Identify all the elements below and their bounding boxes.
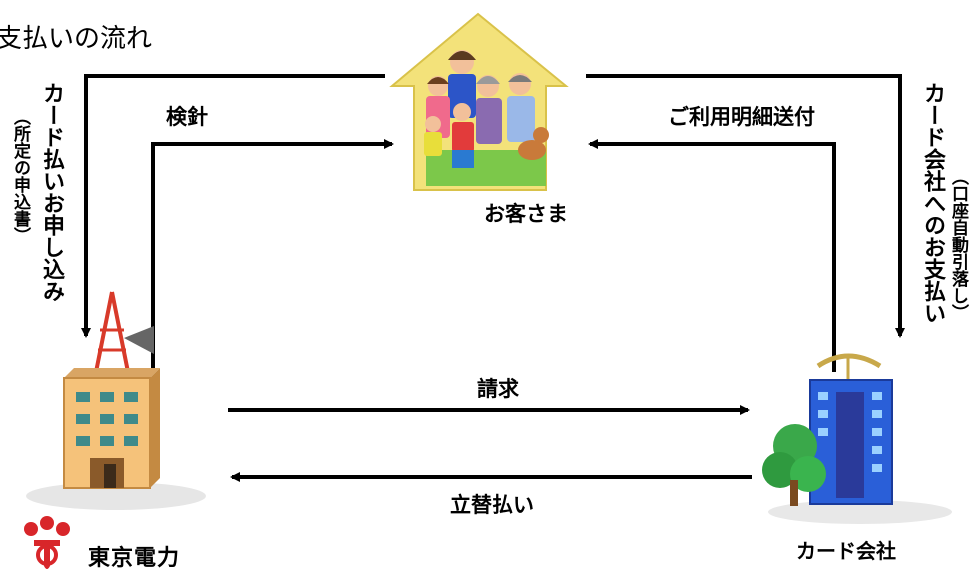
- customer-family-illustration: [389, 12, 569, 191]
- label-customer: お客さま: [484, 202, 568, 226]
- label-meter-reading: 検針: [166, 105, 208, 129]
- label-payment-to-card-note: （口座自動引落し）: [948, 168, 968, 321]
- label-billing: 請求: [477, 377, 519, 401]
- label-payment-to-card: カード会社へのお支払い: [920, 82, 945, 324]
- arrow-payment-to-card: [586, 74, 905, 338]
- label-card-application: カード払いお申し込み: [39, 82, 64, 302]
- arrow-card-application: [81, 74, 385, 338]
- tepco-logo-mark: [24, 516, 70, 569]
- arrow-usage-statement: [588, 139, 836, 372]
- label-card-application-note: （所定の申込書）: [10, 108, 30, 244]
- diagram-title: 支払いの流れ: [0, 24, 153, 54]
- label-utility-logo: 東京電力: [88, 546, 181, 571]
- card-company-building-illustration: [762, 353, 952, 524]
- label-advance-payment: 立替払い: [450, 493, 534, 517]
- utility-building-illustration: [26, 291, 206, 510]
- label-card-company: カード会社: [796, 539, 896, 563]
- label-usage-statement: ご利用明細送付: [668, 105, 815, 129]
- arrow-meter-reading: [151, 139, 394, 372]
